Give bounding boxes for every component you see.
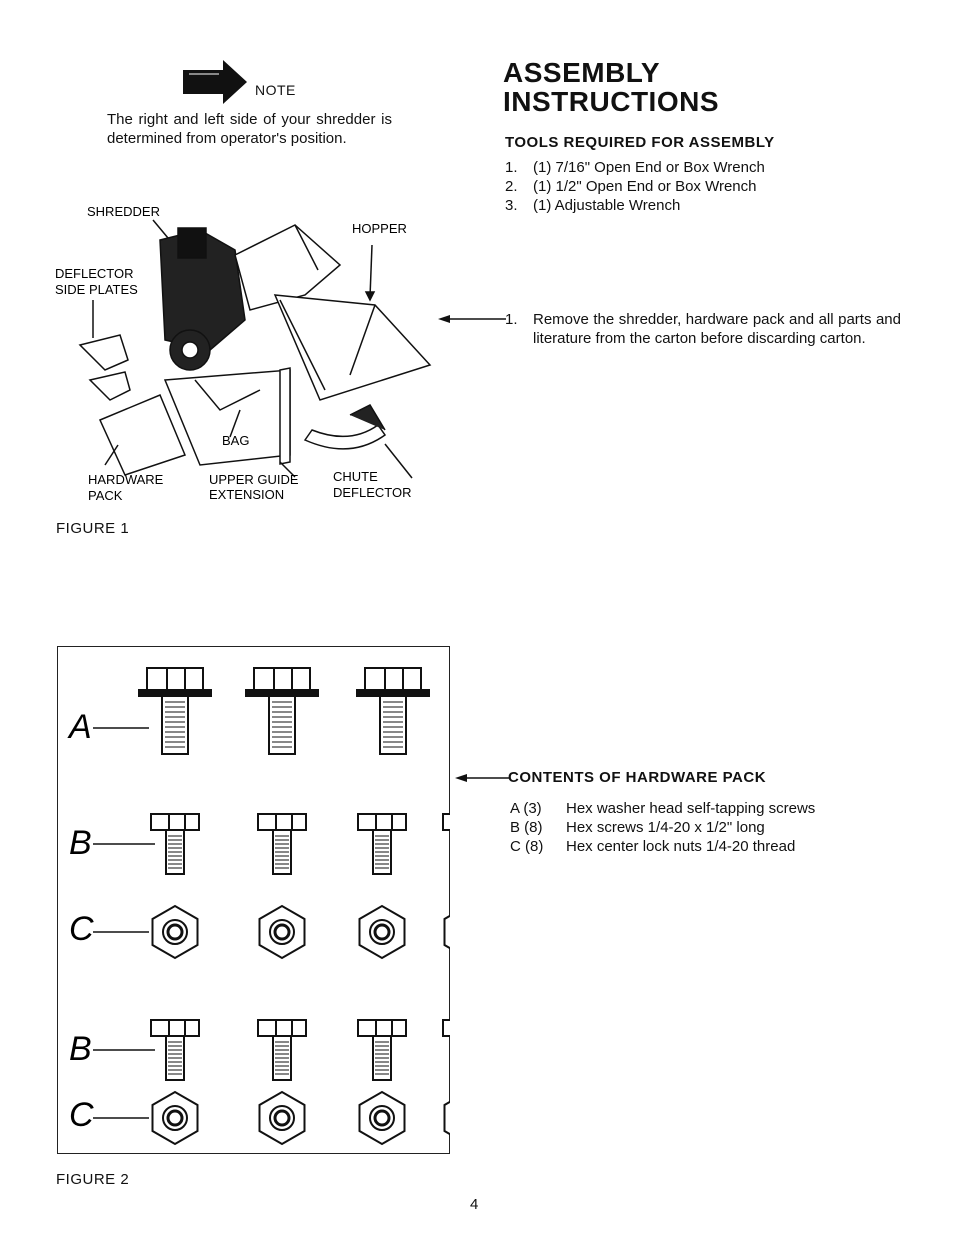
washer-screw-icon bbox=[138, 667, 212, 755]
row-label: B bbox=[69, 824, 92, 862]
note-text: The right and left side of your shredder… bbox=[107, 111, 392, 147]
label-upper-2: EXTENSION bbox=[209, 487, 284, 502]
label-chute-1: CHUTE bbox=[333, 469, 378, 484]
step-1-number: 1. bbox=[505, 311, 518, 328]
hex-nut-icon bbox=[358, 1090, 406, 1146]
row-label: C bbox=[69, 910, 94, 948]
hex-nut-icon bbox=[258, 1090, 306, 1146]
label-hardware-1: HARDWARE bbox=[88, 472, 164, 487]
row-label: A bbox=[67, 708, 92, 746]
figure-2-caption: FIGURE 2 bbox=[56, 1171, 130, 1188]
label-deflector-2: SIDE PLATES bbox=[55, 282, 138, 297]
figure-2-frame bbox=[57, 646, 450, 1154]
hex-screw-icon bbox=[257, 1019, 307, 1081]
arrow-left-icon bbox=[438, 315, 506, 323]
hex-screw-icon bbox=[257, 813, 307, 875]
label-shredder: SHREDDER bbox=[87, 204, 160, 219]
label-hopper: HOPPER bbox=[352, 221, 407, 236]
washer-screw-icon bbox=[356, 667, 430, 755]
page-number: 4 bbox=[470, 1196, 479, 1213]
row-label: B bbox=[69, 1030, 92, 1068]
hex-screw-icon bbox=[150, 813, 200, 875]
list-item: C (8)Hex center lock nuts 1/4-20 thread bbox=[510, 838, 796, 855]
hardware-list: A (3)Hex washer head self-tapping screws… bbox=[510, 799, 815, 856]
hex-nut-icon bbox=[443, 914, 450, 950]
figure-1-illustration: SHREDDER HOPPER DEFLECTOR SIDE PLATES BA… bbox=[55, 204, 432, 503]
list-item: 2.(1) 1/2" Open End or Box Wrench bbox=[505, 178, 757, 195]
hex-screw-icon bbox=[357, 813, 407, 875]
hex-screw-icon bbox=[442, 813, 450, 831]
label-deflector-1: DEFLECTOR bbox=[55, 266, 134, 281]
label-upper-1: UPPER GUIDE bbox=[209, 472, 299, 487]
tools-list: 1.(1) 7/16" Open End or Box Wrench 2.(1)… bbox=[505, 158, 765, 215]
list-item: 1.(1) 7/16" Open End or Box Wrench bbox=[505, 159, 765, 176]
label-bag: BAG bbox=[222, 433, 249, 448]
tools-heading: TOOLS REQUIRED FOR ASSEMBLY bbox=[505, 134, 775, 151]
note-label: NOTE bbox=[255, 82, 296, 98]
list-item: B (8)Hex screws 1/4-20 x 1/2" long bbox=[510, 819, 765, 836]
hex-nut-icon bbox=[443, 1100, 450, 1136]
step-1: 1. Remove the shredder, hardware pack an… bbox=[505, 310, 901, 348]
hex-screw-icon bbox=[442, 1019, 450, 1037]
page-title: ASSEMBLY INSTRUCTIONS bbox=[503, 58, 719, 116]
note-arrow-icon bbox=[183, 60, 247, 104]
label-chute-2: DEFLECTOR bbox=[333, 485, 412, 500]
row-label: C bbox=[69, 1096, 94, 1134]
washer-screw-icon bbox=[245, 667, 319, 755]
title-line-1: ASSEMBLY bbox=[503, 57, 661, 88]
hex-nut-icon bbox=[151, 904, 199, 960]
hardware-heading: CONTENTS OF HARDWARE PACK bbox=[508, 769, 767, 786]
figure-1-caption: FIGURE 1 bbox=[56, 520, 130, 537]
hex-nut-icon bbox=[258, 904, 306, 960]
hex-screw-icon bbox=[357, 1019, 407, 1081]
hex-nut-icon bbox=[151, 1090, 199, 1146]
hex-nut-icon bbox=[358, 904, 406, 960]
arrow-left-icon bbox=[455, 774, 510, 782]
step-1-text: Remove the shredder, hardware pack and a… bbox=[533, 311, 901, 347]
list-item: 3.(1) Adjustable Wrench bbox=[505, 197, 681, 214]
list-item: A (3)Hex washer head self-tapping screws bbox=[510, 800, 816, 817]
hex-screw-icon bbox=[150, 1019, 200, 1081]
title-line-2: INSTRUCTIONS bbox=[503, 86, 719, 117]
label-hardware-2: PACK bbox=[88, 488, 123, 503]
